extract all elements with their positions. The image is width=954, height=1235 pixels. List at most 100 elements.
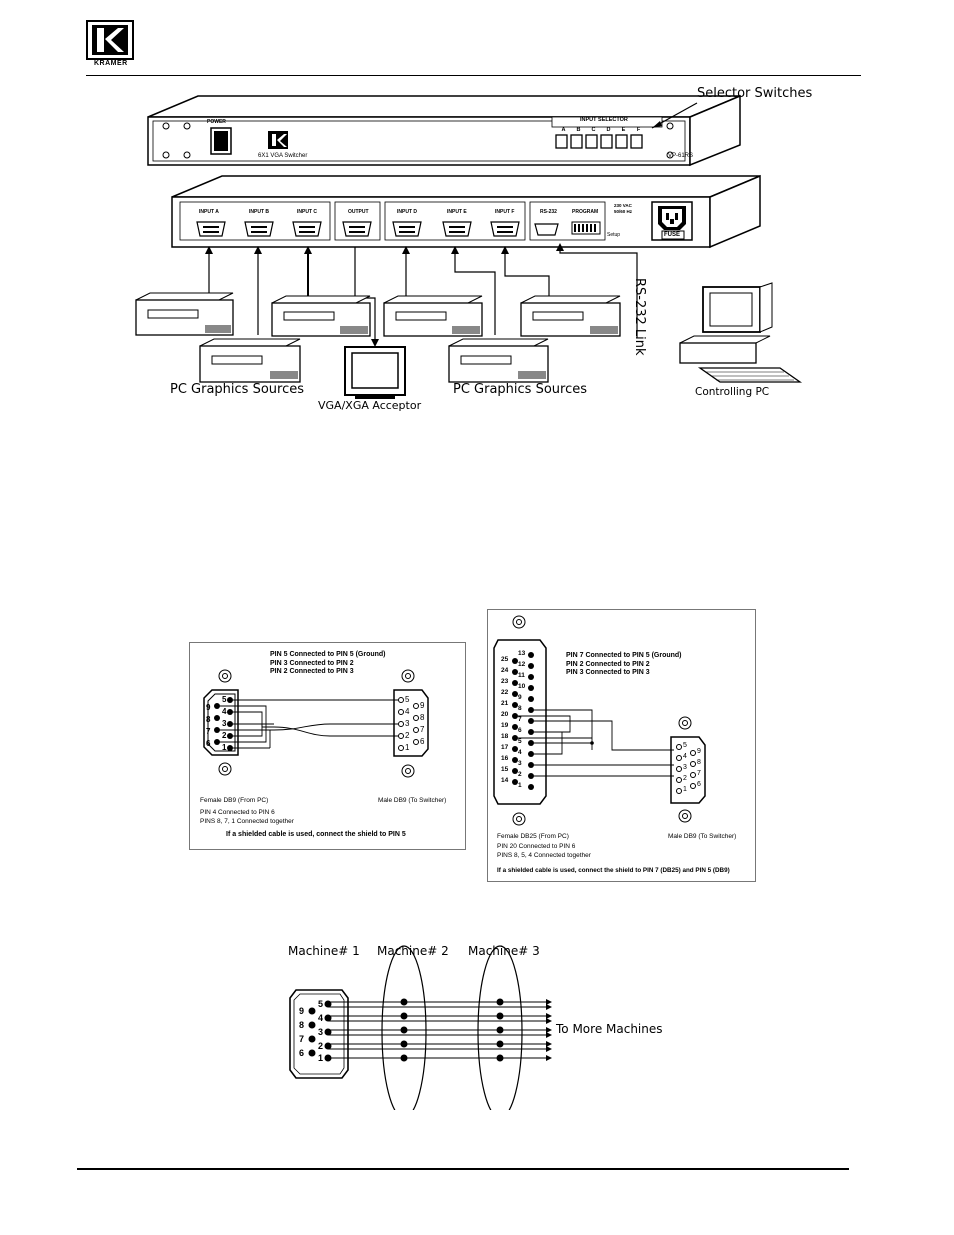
daisy-pin-7: 7 <box>299 1034 305 1044</box>
db25-pin-9: 9 <box>518 694 522 701</box>
db25-wiring-diagram: PIN 7 Connected to PIN 5 (Ground) PIN 2 … <box>487 609 756 882</box>
db25-pin-13: 13 <box>518 650 526 657</box>
button-letter-e: E <box>621 127 626 133</box>
db25m-pin-7: 7 <box>697 770 701 777</box>
daisy-pin-9: 9 <box>299 1006 305 1016</box>
selector-button-b[interactable] <box>570 134 583 149</box>
port-label-program: PROGRAM <box>572 209 599 215</box>
db25m-pin-6: 6 <box>697 781 701 788</box>
db25-pin-23: 23 <box>501 678 509 685</box>
db25-wiring-svg <box>493 615 706 826</box>
db9f-pin-2: 2 <box>222 731 227 740</box>
db25-pin-22: 22 <box>501 689 509 696</box>
db9m-pin-7: 7 <box>420 725 425 734</box>
input-selector-label: INPUT SELECTOR <box>580 117 628 123</box>
selector-button-a[interactable] <box>555 134 568 149</box>
db25-pin-14: 14 <box>501 777 509 784</box>
db9f-pin-5: 5 <box>222 695 227 704</box>
db25-pin-15: 15 <box>501 766 509 773</box>
footer-rule <box>77 1168 849 1170</box>
label-pc-graphics-sources-left: PC Graphics Sources <box>170 382 305 397</box>
daisy-pin-3: 3 <box>318 1027 324 1037</box>
db25-pin-17: 17 <box>501 744 509 751</box>
db25-pin-11: 11 <box>518 672 525 679</box>
db25-shield-note: If a shielded cable is used, connect the… <box>497 867 730 874</box>
db9f-pin-6: 6 <box>206 739 211 748</box>
port-label-input-f: INPUT F <box>495 209 515 215</box>
db25-pin-7: 7 <box>518 716 522 723</box>
model-name: 6X1 VGA Switcher <box>258 153 308 159</box>
power-rating: 230 VAC 50/60 Hz <box>614 203 633 214</box>
label-controlling-pc: Controlling PC <box>695 386 770 398</box>
model-id: VP-61RS <box>668 153 694 159</box>
db9-extra-note-2: PINS 8, 7, 1 Connected together <box>200 817 294 825</box>
button-letter-b: B <box>576 127 581 133</box>
db25-note-2: PIN 2 Connected to PIN 2 <box>566 660 650 668</box>
db25m-pin-2: 2 <box>683 775 687 782</box>
db25-label-female: Female DB25 (From PC) <box>497 833 569 840</box>
db25m-pin-9: 9 <box>697 748 701 755</box>
db9f-pin-9: 9 <box>206 703 211 712</box>
logo-text: KRAMER <box>94 60 128 67</box>
db9-note-1: PIN 5 Connected to PIN 5 (Ground) <box>270 651 386 658</box>
port-label-input-c: INPUT C <box>297 209 317 215</box>
selector-button-letters: A B C D E F <box>556 127 646 135</box>
db9m-pin-8: 8 <box>420 713 425 722</box>
selector-button-e[interactable] <box>615 134 628 149</box>
daisy-pin-1: 1 <box>318 1053 324 1063</box>
db25m-pin-3: 3 <box>683 764 687 771</box>
db25-pin-16: 16 <box>501 755 509 762</box>
db25m-pin-4: 4 <box>683 753 687 760</box>
button-letter-c: C <box>591 127 596 133</box>
daisy-pin-5: 5 <box>318 999 324 1009</box>
db9-extra-notes: PIN 4 Connected to PIN 6 PINS 8, 7, 1 Co… <box>200 809 294 826</box>
db9-note-2: PIN 3 Connected to PIN 2 <box>270 659 354 667</box>
selector-button-f[interactable] <box>630 134 643 149</box>
db25-extra-note-1: PIN 20 Connected to PIN 6 <box>497 843 576 850</box>
setup-label: Setup <box>607 232 621 238</box>
selector-button-d[interactable] <box>600 134 613 149</box>
db9f-pin-1: 1 <box>222 743 227 752</box>
daisy-pin-2: 2 <box>318 1041 324 1051</box>
db25-pin-24: 24 <box>501 667 509 674</box>
db9m-pin-1: 1 <box>405 743 410 752</box>
db9-shield-note: If a shielded cable is used, connect the… <box>226 831 406 838</box>
machine-label-1: Machine# 1 <box>288 944 360 958</box>
daisy-pin-8: 8 <box>299 1020 305 1030</box>
to-more-machines-label: To More Machines <box>556 1022 663 1036</box>
pc-source-center-right <box>383 295 483 337</box>
selector-button-c[interactable] <box>585 134 598 149</box>
db9m-pin-2: 2 <box>405 731 410 740</box>
button-letter-a: A <box>561 127 566 133</box>
daisy-chain-diagram: Machine# 1 Machine# 2 Machine# 3 <box>280 940 680 1110</box>
db25-note-3: PIN 3 Connected to PIN 3 <box>566 669 650 676</box>
db9-label-female: Female DB9 (From PC) <box>200 797 269 804</box>
header-rule <box>86 75 861 76</box>
db25-notes: PIN 7 Connected to PIN 5 (Ground) PIN 2 … <box>566 652 682 678</box>
daisy-pin-6: 6 <box>299 1048 305 1058</box>
db9f-pin-8: 8 <box>206 715 211 724</box>
db25-pin-18: 18 <box>501 733 509 740</box>
system-diagram: POWER 6X1 VGA Switcher VP-61RS INPUT SEL… <box>0 80 954 430</box>
fuse-label: FUSE <box>664 232 681 238</box>
db25-label-male: Male DB9 (To Switcher) <box>668 833 737 840</box>
db25-note-1: PIN 7 Connected to PIN 5 (Ground) <box>566 652 682 659</box>
db25-pin-3: 3 <box>518 760 522 767</box>
db25m-pin-1: 1 <box>683 786 687 793</box>
db25-pin-1: 1 <box>518 782 522 789</box>
db9-label-male: Male DB9 (To Switcher) <box>378 797 447 804</box>
power-label: POWER <box>207 119 226 125</box>
db9m-pin-4: 4 <box>405 707 410 716</box>
pc-source-left-1 <box>135 292 234 336</box>
db9f-pin-3: 3 <box>222 719 227 728</box>
callout-selector-switches: Selector Switches <box>697 86 813 101</box>
db9f-pin-4: 4 <box>222 707 227 716</box>
port-label-input-b: INPUT B <box>249 209 269 215</box>
db9-extra-note-1: PIN 4 Connected to PIN 6 <box>200 809 275 816</box>
pc-source-right-1 <box>448 338 549 383</box>
db25-extra-note-2: PINS 8, 5, 4 Connected together <box>497 851 591 859</box>
callout-rs232-link: RS-232 Link <box>632 278 647 356</box>
device-rear-panel <box>171 174 761 249</box>
device-front-panel <box>147 94 741 167</box>
db25-pin-19: 19 <box>501 722 509 729</box>
